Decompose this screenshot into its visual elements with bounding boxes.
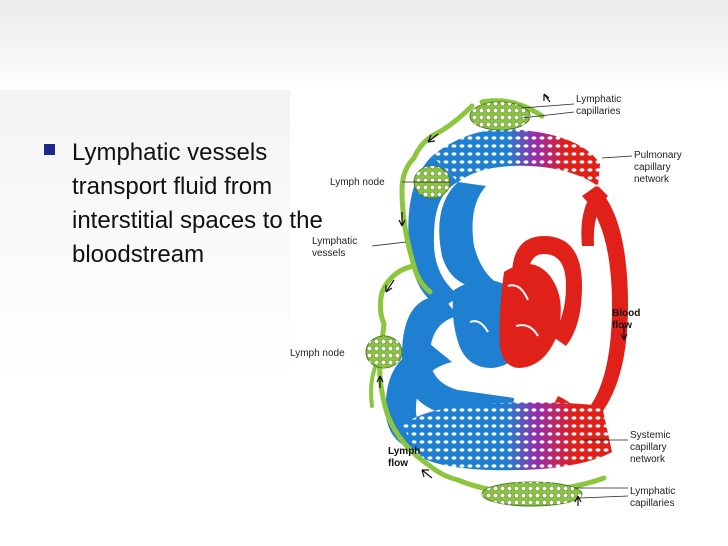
lymph-node-bottom bbox=[365, 335, 403, 369]
background-gradient-top bbox=[0, 0, 728, 90]
lymphatic-capillaries-top bbox=[469, 101, 531, 131]
label-pulmonary-2: capillary bbox=[634, 162, 671, 173]
heart bbox=[452, 263, 561, 368]
label-lymphatic-capillaries-bottom-2: capillaries bbox=[630, 498, 674, 509]
label-pulmonary-3: network bbox=[634, 174, 670, 185]
pulmonary-capillary-network bbox=[432, 129, 600, 186]
label-lymph-node-top: Lymph node bbox=[330, 177, 385, 188]
label-pulmonary-1: Pulmonary bbox=[634, 150, 682, 161]
label-lymph-flow-2: flow bbox=[388, 458, 408, 469]
label-systemic-2: capillary bbox=[630, 442, 667, 453]
systemic-capillary-network bbox=[402, 402, 612, 471]
label-lymphatic-capillaries-top-2: capillaries bbox=[576, 106, 620, 117]
bullet-text: Lymphatic vessels transport fluid from i… bbox=[72, 139, 323, 268]
label-lymphatic-capillaries-bottom-1: Lymphatic bbox=[630, 486, 675, 497]
circulation-diagram: Lymphatic capillaries Lymph node Pulmona… bbox=[290, 93, 682, 509]
leader-lines bbox=[371, 103, 633, 499]
label-systemic-1: Systemic bbox=[630, 430, 671, 441]
label-lymph-node-bottom: Lymph node bbox=[290, 348, 345, 359]
label-lymphatic-vessels-2: vessels bbox=[312, 248, 345, 259]
label-lymph-flow-1: Lymph bbox=[388, 446, 420, 457]
lymphatic-capillaries-bottom bbox=[481, 481, 583, 507]
label-lymphatic-capillaries-top-1: Lymphatic bbox=[576, 94, 621, 105]
label-blood-flow-1: Blood bbox=[612, 308, 640, 319]
label-systemic-3: network bbox=[630, 454, 666, 465]
label-lymphatic-vessels-1: Lymphatic bbox=[312, 236, 357, 247]
background-gradient-left bbox=[0, 0, 290, 546]
bullet-square-icon bbox=[44, 144, 55, 155]
label-blood-flow-2: flow bbox=[612, 320, 632, 331]
arterial-vessels bbox=[511, 186, 628, 430]
flow-arrows bbox=[376, 93, 628, 506]
